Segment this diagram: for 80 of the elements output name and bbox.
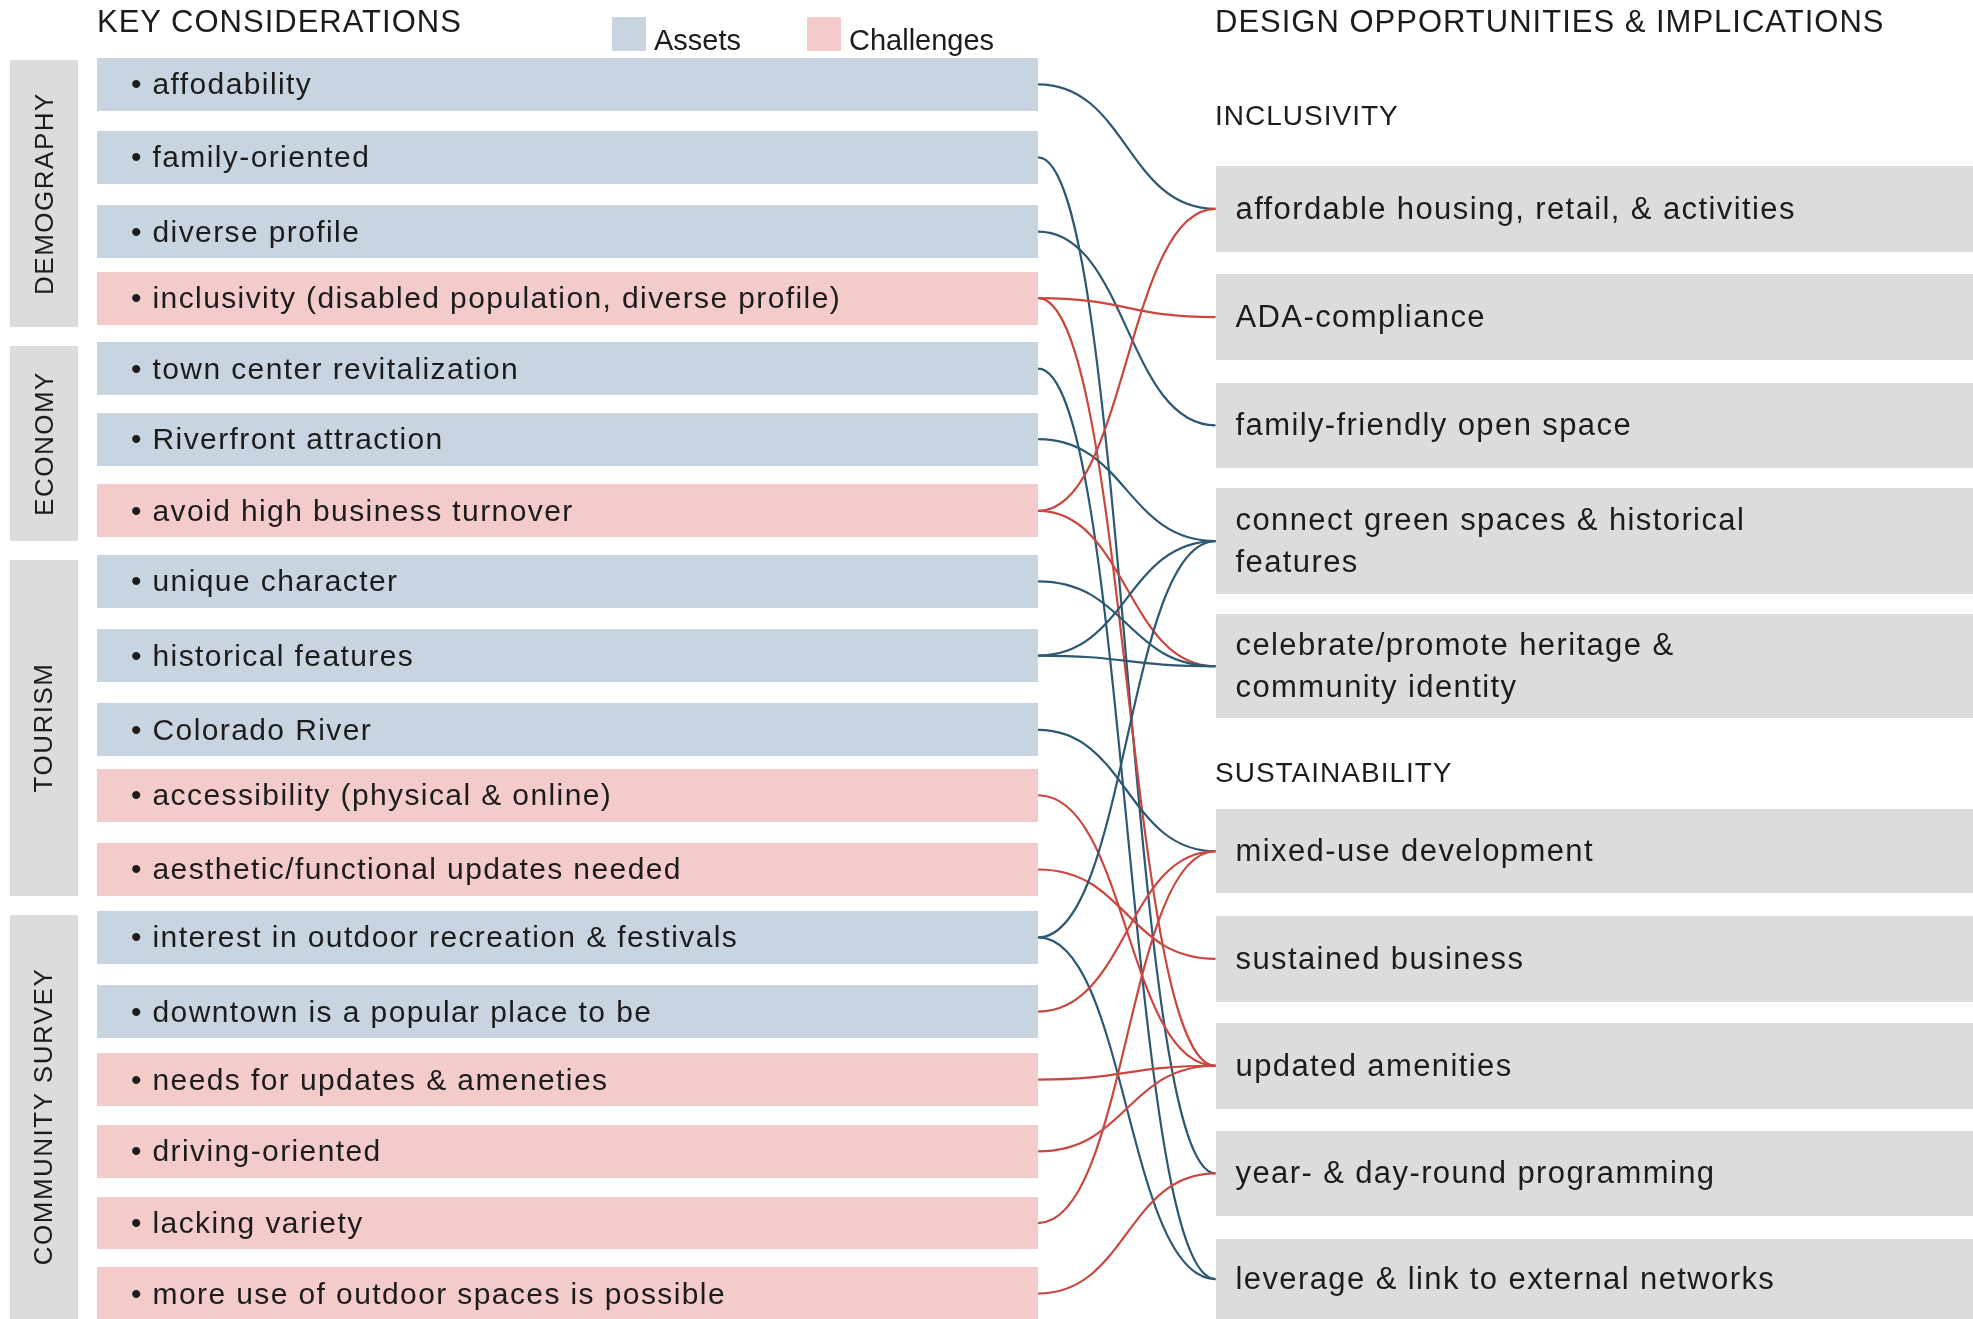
item-text: mixed-use development <box>1235 832 1595 871</box>
item-text: • lacking variety <box>130 1206 364 1241</box>
item-text: • town center revitalization <box>130 351 520 386</box>
legend-label: Assets <box>654 24 742 57</box>
challenge-box <box>96 484 1039 538</box>
opportunity-box <box>1215 166 1973 252</box>
section-heading: DESIGN OPPORTUNITIES & IMPLICATIONS <box>1215 4 1885 40</box>
connector-curve <box>1038 1064 1216 1153</box>
category-band <box>10 559 78 896</box>
item-text: • needs for updates & ameneties <box>130 1062 609 1097</box>
challenge-box <box>96 1267 1039 1319</box>
item-text: affordable housing, retail, & activities <box>1235 189 1796 228</box>
connector-curve <box>1037 850 1216 1225</box>
item-text: • accessibility (physical & online) <box>130 778 613 813</box>
category-label: DEMOGRAPHY <box>28 92 60 296</box>
connector-curve <box>1037 936 1216 1281</box>
opportunity-box <box>1215 1239 1973 1319</box>
asset-box <box>96 985 1039 1039</box>
item-text: • historical features <box>130 638 415 673</box>
legend-label: Challenges <box>849 24 995 57</box>
opportunity-box <box>1215 916 1973 1002</box>
connector-curve <box>1037 230 1216 427</box>
item-text: • interest in outdoor recreation & festivals <box>130 920 739 955</box>
opportunity-box <box>1215 1023 1973 1109</box>
opportunity-box <box>1215 1131 1973 1216</box>
challenge-box <box>96 1196 1039 1250</box>
challenge-box <box>96 843 1039 896</box>
opportunity-box <box>1215 488 1973 594</box>
category-label: COMMUNITY SURVEY <box>28 967 60 1266</box>
asset-box <box>96 342 1039 396</box>
item-text: updated amenities <box>1235 1046 1513 1085</box>
item-text: • Riverfront attraction <box>130 422 444 457</box>
item-text: sustained business <box>1235 939 1525 978</box>
asset-box <box>96 130 1039 184</box>
item-text: • diverse profile <box>130 214 361 249</box>
asset-box <box>96 629 1039 682</box>
item-text: year- & day-round programming <box>1235 1154 1716 1193</box>
item-text: • more use of outdoor spaces is possible <box>130 1276 726 1311</box>
item-text: • downtown is a popular place to be <box>130 994 653 1029</box>
category-label: ECONOMY <box>28 371 60 516</box>
challenge-box <box>96 768 1039 822</box>
section-heading: KEY CONSIDERATIONS <box>97 4 462 40</box>
opportunity-box <box>1215 274 1973 360</box>
item-text: • inclusivity (disabled population, diverse profile) <box>130 281 842 316</box>
group-heading: INCLUSIVITY <box>1215 100 1399 132</box>
challenge-box <box>96 1124 1039 1178</box>
connector-curve <box>1037 794 1216 1067</box>
item-text: family-friendly open space <box>1235 406 1633 445</box>
connector-curve <box>1038 868 1216 960</box>
challenge-box <box>96 1053 1039 1107</box>
challenge-box <box>96 271 1039 325</box>
item-text: • Colorado River <box>130 712 373 747</box>
item-text: leverage & link to external networks <box>1235 1260 1776 1299</box>
asset-box <box>96 205 1039 258</box>
group-heading: SUSTAINABILITY <box>1215 757 1453 789</box>
item-text: • affodability <box>130 67 313 102</box>
item-text: • avoid high business turnover <box>130 493 574 528</box>
item-text: • family-oriented <box>130 140 371 175</box>
item-text: • aesthetic/functional updates needed <box>130 852 682 887</box>
connector-curve <box>1037 1172 1216 1295</box>
category-band <box>10 914 78 1319</box>
asset-box <box>96 57 1039 111</box>
opportunity-box <box>1215 809 1973 894</box>
item-text: • unique character <box>130 564 399 599</box>
asset-box <box>96 554 1039 608</box>
connector-curve <box>1038 654 1216 668</box>
category-band <box>10 60 78 328</box>
asset-box <box>96 412 1039 466</box>
connector-curve <box>1037 540 1216 939</box>
opportunity-box <box>1215 382 1973 469</box>
category-label: TOURISM <box>28 662 60 793</box>
asset-box <box>96 911 1039 964</box>
connector-curve <box>1038 297 1216 319</box>
category-band <box>10 346 78 542</box>
item-text: ADA-compliance <box>1235 298 1486 337</box>
item-text: • driving-oriented <box>130 1134 382 1169</box>
asset-box <box>96 703 1039 757</box>
item-text: connect green spaces & historical features <box>1235 501 1747 582</box>
opportunity-box <box>1215 614 1973 719</box>
item-text: celebrate/promote heritage & community identity <box>1235 626 1676 707</box>
